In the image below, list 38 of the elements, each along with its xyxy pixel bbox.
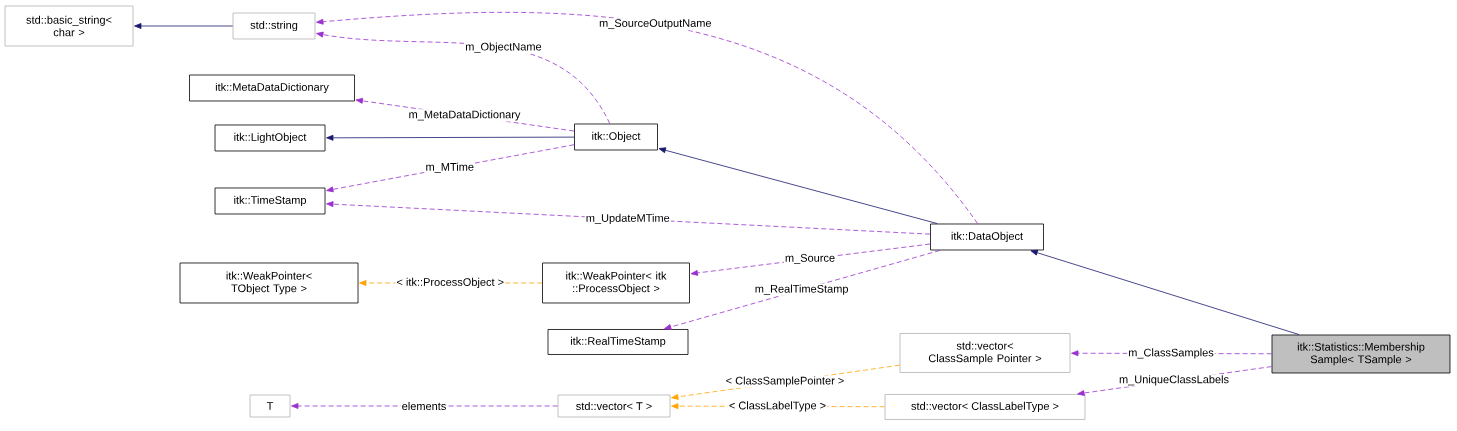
edge-label: m_UniqueClassLabels [1118, 374, 1231, 387]
edge-label: elements [400, 400, 448, 412]
arrow [291, 403, 558, 409]
class-box: itk::WeakPointer< itk ::ProcessObject > [542, 262, 690, 304]
edge-label: m_Source [783, 253, 837, 265]
edge-label: m_MetaDataDictionary [407, 109, 522, 122]
class-box: itk::Statistics::Membership Sample< TSample > [1271, 334, 1451, 374]
edge-label: < itk::ProcessObject > [395, 276, 506, 290]
inheritance-arrow [658, 147, 938, 224]
edge-label: m_UpdateMTime [584, 212, 671, 226]
edge-label: m_ObjectName [464, 41, 543, 54]
arrow [316, 11, 979, 224]
class-box: itk::TimeStamp [214, 187, 326, 215]
edge-label: m_MTime [424, 161, 475, 174]
edge-label: m_SourceOutputName [598, 18, 713, 31]
class-box: itk::DataObject [930, 223, 1044, 251]
class-box: std::vector< ClassLabelType > [884, 394, 1086, 420]
edge-label: m_RealTimeStamp [753, 283, 850, 296]
inheritance-arrow [134, 23, 233, 29]
class-box: T [249, 394, 291, 418]
arrow [326, 144, 575, 193]
class-box: itk::RealTimeStamp [547, 329, 689, 355]
class-box: std::string [232, 12, 316, 40]
class-box: itk::Object [574, 123, 658, 151]
edge-label: < ClassLabelType > [727, 400, 828, 413]
edge-label: m_ClassSamples [1127, 347, 1215, 360]
arrow [326, 201, 931, 235]
class-box: std::basic_string< char > [4, 5, 134, 47]
arrow [664, 250, 941, 330]
inheritance-arrow [1030, 249, 1300, 335]
class-box: itk::LightObject [214, 124, 326, 152]
arrow [690, 243, 931, 276]
class-box: itk::MetaDataDictionary [189, 74, 355, 102]
inheritance-arrow [326, 134, 575, 141]
class-box: std::vector< T > [557, 394, 671, 418]
class-box: std::vector< ClassSample Pointer > [899, 333, 1071, 373]
class-box: itk::WeakPointer< TObject Type > [179, 262, 359, 304]
edge-label: < ClassSamplePointer > [724, 375, 846, 388]
